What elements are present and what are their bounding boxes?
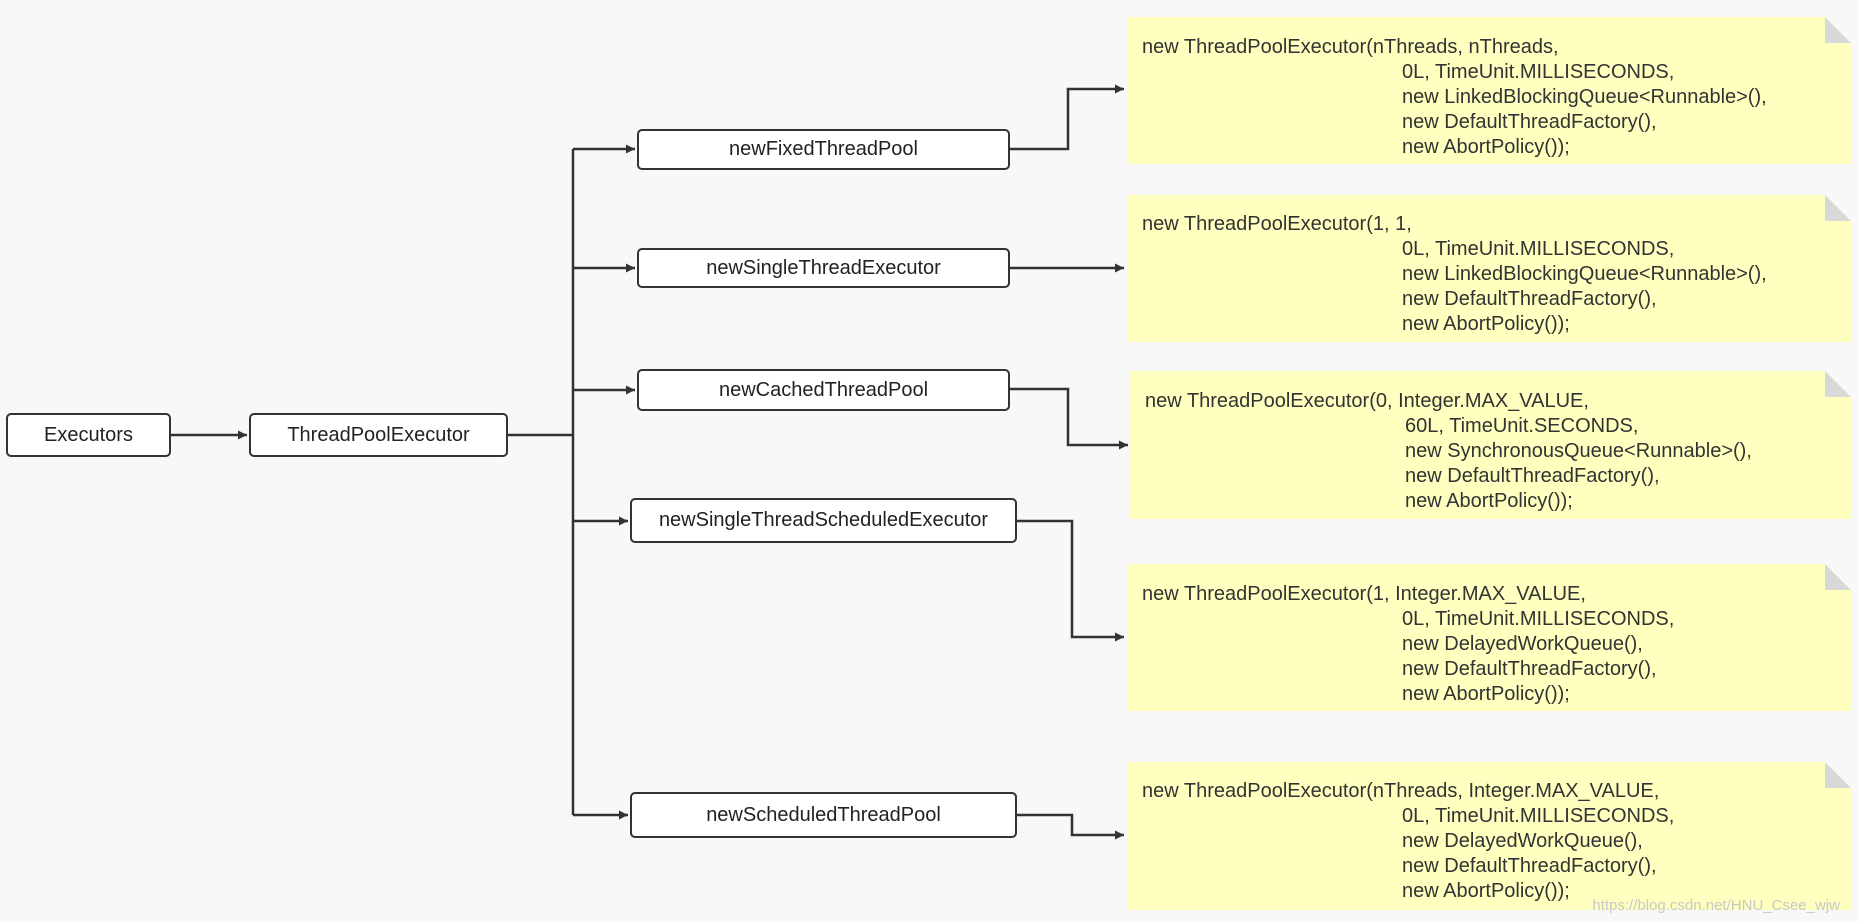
code-line: 0L, TimeUnit.MILLISECONDS,: [1402, 238, 1675, 260]
edge-fixed-to-note: [1009, 84, 1124, 151]
code-line: new DelayedWorkQueue(),: [1402, 633, 1643, 655]
code-line: new SynchronousQueue<Runnable>(),: [1405, 440, 1752, 462]
code-line: new ThreadPoolExecutor(nThreads, Integer…: [1142, 780, 1660, 802]
code-line: new AbortPolicy());: [1402, 880, 1570, 902]
code-line: new AbortPolicy());: [1402, 313, 1570, 335]
factory-node-fixed[interactable]: newFixedThreadPool: [637, 129, 1010, 170]
code-line: new AbortPolicy());: [1405, 490, 1573, 512]
factory-node-single[interactable]: newSingleThreadExecutor: [637, 248, 1010, 288]
factory-node-scheduled[interactable]: newScheduledThreadPool: [630, 792, 1017, 838]
edge-cached-to-note: [1009, 387, 1128, 450]
edge-trunk: [507, 149, 575, 815]
code-line: new ThreadPoolExecutor(0, Integer.MAX_VA…: [1145, 390, 1589, 412]
code-line: 0L, TimeUnit.MILLISECONDS,: [1402, 608, 1675, 630]
code-line: new DelayedWorkQueue(),: [1402, 830, 1643, 852]
code-note-scheduled: new ThreadPoolExecutor(nThreads, Integer…: [1127, 762, 1851, 910]
code-line: new AbortPolicy());: [1402, 683, 1570, 705]
code-note-fixed: new ThreadPoolExecutor(nThreads, nThread…: [1127, 17, 1851, 164]
edge-scheduled-to-note: [1016, 813, 1124, 840]
factory-node-single-scheduled[interactable]: newSingleThreadScheduledExecutor: [630, 498, 1017, 543]
code-note-cached: new ThreadPoolExecutor(0, Integer.MAX_VA…: [1130, 371, 1851, 519]
code-line: new ThreadPoolExecutor(1, 1,: [1142, 213, 1412, 235]
threadpoolexecutor-node[interactable]: ThreadPoolExecutor: [249, 413, 508, 457]
code-line: new DefaultThreadFactory(),: [1405, 465, 1660, 487]
code-line: new DefaultThreadFactory(),: [1402, 855, 1657, 877]
factory-node-cached[interactable]: newCachedThreadPool: [637, 369, 1010, 411]
code-line: new DefaultThreadFactory(),: [1402, 111, 1657, 133]
edge-single-scheduled-to-note: [1016, 519, 1124, 642]
code-line: 0L, TimeUnit.MILLISECONDS,: [1402, 805, 1675, 827]
code-line: new ThreadPoolExecutor(nThreads, nThread…: [1142, 36, 1559, 58]
code-line: new DefaultThreadFactory(),: [1402, 658, 1657, 680]
code-line: new LinkedBlockingQueue<Runnable>(),: [1402, 86, 1767, 108]
code-line: new AbortPolicy());: [1402, 136, 1570, 158]
code-note-single: new ThreadPoolExecutor(1, 1, 0L, TimeUni…: [1127, 195, 1851, 342]
code-note-single-scheduled: new ThreadPoolExecutor(1, Integer.MAX_VA…: [1127, 564, 1851, 711]
watermark: https://blog.csdn.net/HNU_Csee_wjw: [1592, 897, 1840, 914]
code-line: 60L, TimeUnit.SECONDS,: [1405, 415, 1639, 437]
executors-node[interactable]: Executors: [6, 413, 171, 457]
code-line: new DefaultThreadFactory(),: [1402, 288, 1657, 310]
code-line: new ThreadPoolExecutor(1, Integer.MAX_VA…: [1142, 583, 1586, 605]
code-line: 0L, TimeUnit.MILLISECONDS,: [1402, 61, 1675, 83]
code-line: new LinkedBlockingQueue<Runnable>(),: [1402, 263, 1767, 285]
